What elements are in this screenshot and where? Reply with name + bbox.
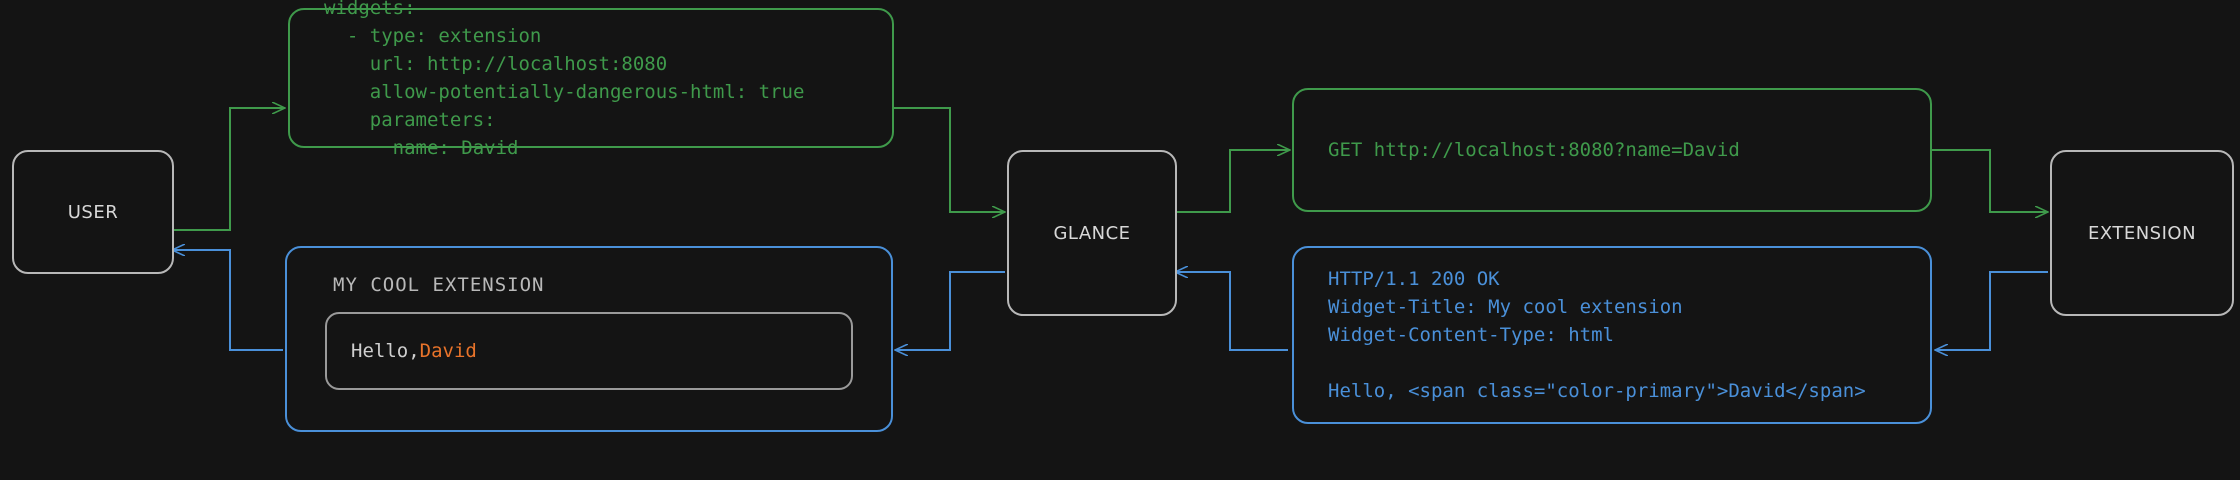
http-response-text: HTTP/1.1 200 OK Widget-Title: My cool ex… bbox=[1328, 268, 1866, 402]
node-glance[interactable]: GLANCE bbox=[1007, 150, 1177, 316]
widget-greeting-prefix: Hello, bbox=[351, 340, 420, 362]
wire-user-to-config bbox=[170, 108, 285, 231]
node-user-label: USER bbox=[67, 201, 119, 223]
wire-widget-to-user bbox=[172, 250, 283, 351]
widget-greeting-name: David bbox=[419, 340, 477, 362]
wire-config-to-glance bbox=[893, 107, 1005, 212]
rendered-widget-title: MY COOL EXTENSION bbox=[333, 274, 545, 296]
box-get-request[interactable]: GET http://localhost:8080?name=David bbox=[1292, 88, 1932, 212]
wire-response-to-glance bbox=[1175, 272, 1288, 351]
node-user[interactable]: USER bbox=[12, 150, 174, 274]
wire-extension-to-response bbox=[1935, 271, 2048, 350]
rendered-widget-card: Hello, David bbox=[325, 312, 853, 390]
node-glance-label: GLANCE bbox=[1053, 222, 1131, 244]
get-request-text: GET http://localhost:8080?name=David bbox=[1328, 139, 1740, 161]
wire-glance-to-request bbox=[1172, 150, 1290, 213]
box-yaml-config[interactable]: widgets: - type: extension url: http://l… bbox=[288, 0, 894, 159]
wire-glance-to-widget bbox=[895, 271, 1005, 350]
box-rendered-widget[interactable]: MY COOL EXTENSION Hello, David bbox=[285, 246, 893, 432]
node-extension[interactable]: EXTENSION bbox=[2050, 150, 2234, 316]
yaml-config-text: widgets: - type: extension url: http://l… bbox=[324, 0, 805, 159]
box-http-response[interactable]: HTTP/1.1 200 OK Widget-Title: My cool ex… bbox=[1292, 246, 1932, 424]
wire-request-to-extension bbox=[1930, 149, 2048, 212]
node-extension-label: EXTENSION bbox=[2087, 222, 2197, 244]
